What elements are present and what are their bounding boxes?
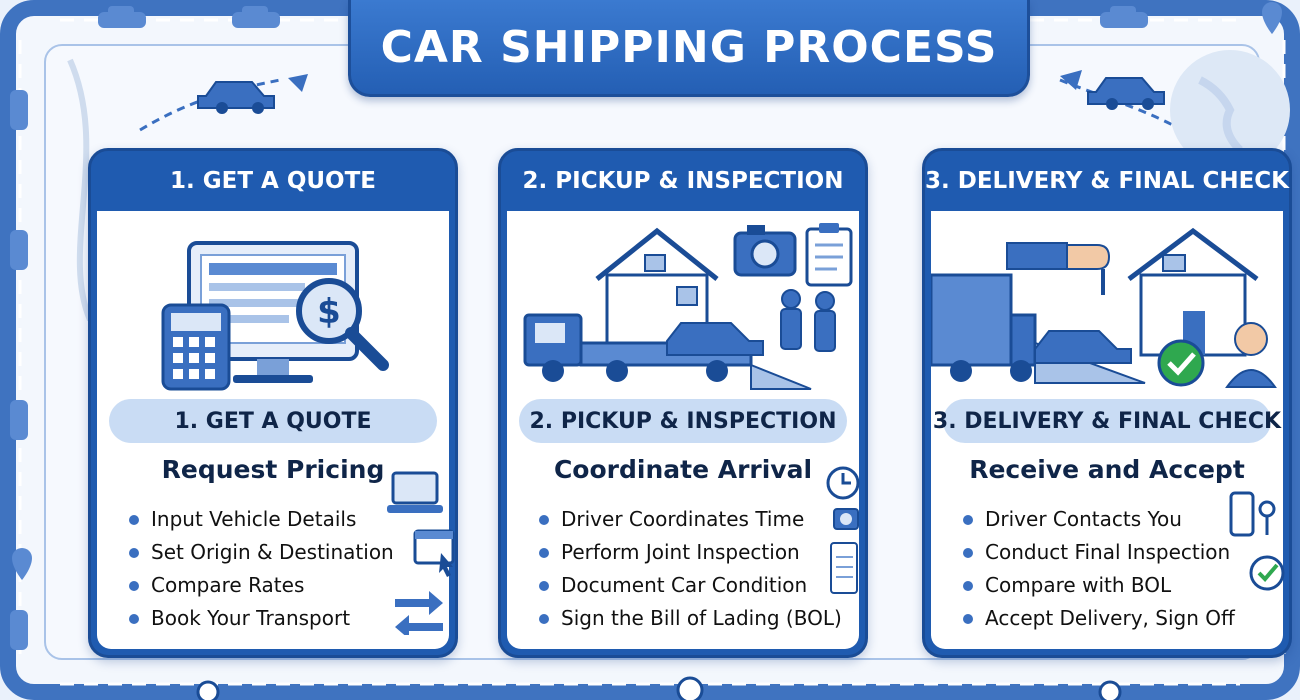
step-3-bullet-list: Driver Contacts You Conduct Final Inspec…	[959, 503, 1235, 635]
magnifier-dollar-icon: $	[296, 278, 389, 371]
step-1-pill: 1. GET A QUOTE	[109, 399, 437, 443]
page-title: CAR SHIPPING PROCESS	[380, 21, 998, 73]
step-1-body: $ 1. GET A QUOTE Request Pricing Input V…	[97, 211, 455, 649]
step-2-subtitle: Coordinate Arrival	[553, 455, 813, 484]
tow-truck-icon	[523, 313, 812, 390]
clipboard-icon	[805, 223, 853, 287]
step-1-bullet-list: Input Vehicle Details Set Origin & Desti…	[125, 503, 394, 635]
step-card-1: 1. GET A QUOTE	[88, 148, 458, 658]
truck-icon	[931, 273, 1146, 384]
check-icon	[1157, 339, 1205, 387]
step-2-pill: 2. PICKUP & INSPECTION	[519, 399, 847, 443]
step-1-illustration: $	[161, 241, 389, 391]
list-item: Book Your Transport	[125, 602, 394, 635]
step-card-3: 3. DELIVERY & FINAL CHECK	[922, 148, 1292, 658]
list-item: Set Origin & Destination	[125, 536, 394, 569]
list-item: Compare with BOL	[959, 569, 1235, 602]
list-item: Sign the Bill of Lading (BOL)	[535, 602, 842, 635]
step-3-header: 3. DELIVERY & FINAL CHECK	[925, 168, 1289, 194]
title-banner: CAR SHIPPING PROCESS	[348, 0, 1030, 97]
step-3-illustration	[931, 227, 1277, 388]
browser-cursor-icon	[413, 529, 455, 577]
inspector-people-icon	[780, 289, 836, 352]
list-item: Conduct Final Inspection	[959, 536, 1235, 569]
house-icon	[595, 227, 719, 347]
list-item: Accept Delivery, Sign Off	[959, 602, 1235, 635]
list-item: Compare Rates	[125, 569, 394, 602]
svg-text:$: $	[317, 292, 341, 332]
step-2-header: 2. PICKUP & INSPECTION	[522, 168, 844, 194]
clipboard-small-icon	[830, 542, 858, 594]
phone-keys-icon	[1229, 491, 1276, 537]
list-item: Perform Joint Inspection	[535, 536, 842, 569]
camera-small-icon	[833, 508, 859, 530]
step-card-2: 2. PICKUP & INSPECTION	[498, 148, 868, 658]
hand-key-icon	[1006, 242, 1111, 295]
step-1-header: 1. GET A QUOTE	[169, 168, 377, 194]
step-2-body: 2. PICKUP & INSPECTION Coordinate Arriva…	[507, 211, 860, 649]
step-3-body: 3. DELIVERY & FINAL CHECK Receive and Ac…	[931, 211, 1285, 649]
person-icon	[1225, 322, 1277, 388]
laptop-icon	[387, 471, 443, 513]
list-item: Driver Contacts You	[959, 503, 1235, 536]
list-item: Document Car Condition	[535, 569, 842, 602]
step-2-bullet-list: Driver Coordinates Time Perform Joint In…	[535, 503, 842, 635]
house-icon	[1127, 227, 1259, 357]
step-2-illustration	[523, 223, 853, 390]
calculator-icon	[161, 303, 231, 391]
step-3-subtitle: Receive and Accept	[969, 455, 1245, 484]
check-small-icon	[1249, 555, 1285, 591]
swap-arrows-icon	[395, 591, 443, 635]
list-item: Input Vehicle Details	[125, 503, 394, 536]
list-item: Driver Coordinates Time	[535, 503, 842, 536]
clock-icon	[826, 466, 860, 500]
camera-icon	[733, 225, 797, 277]
step-3-pill: 3. DELIVERY & FINAL CHECK	[933, 399, 1281, 443]
step-1-subtitle: Request Pricing	[161, 455, 385, 484]
